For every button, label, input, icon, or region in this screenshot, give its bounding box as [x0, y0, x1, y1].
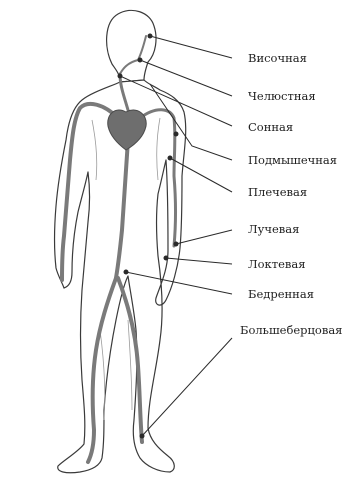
- label-ulnar: Локтевая: [248, 257, 305, 271]
- head-outline: [107, 10, 156, 82]
- temporal-leader: [150, 36, 232, 58]
- label-carotid: Сонная: [248, 120, 293, 134]
- label-mandibular: Челюстная: [248, 89, 316, 103]
- radial-leader: [176, 230, 232, 244]
- label-axillary: Подмышечная: [248, 153, 337, 167]
- label-femoral: Бедренная: [248, 287, 314, 301]
- label-radial: Лучевая: [248, 222, 299, 236]
- label-tibial: Большеберцовая: [240, 323, 342, 337]
- axillary-point: [174, 132, 179, 137]
- labels: Височная Челюстная Сонная Подмышечная Пл…: [240, 51, 342, 337]
- label-brachial: Плечевая: [248, 185, 307, 199]
- label-temporal: Височная: [248, 51, 307, 65]
